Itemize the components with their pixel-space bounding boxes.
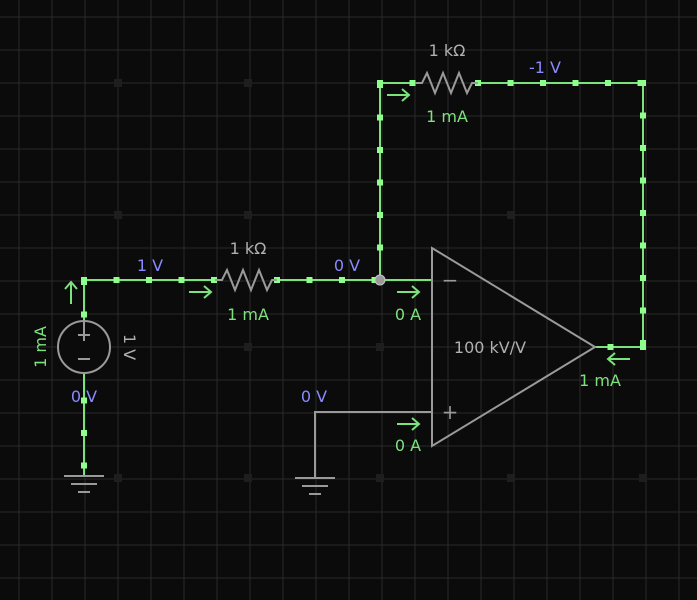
opamp-icon[interactable] (431, 246, 597, 448)
grid-anchor (507, 474, 515, 482)
source-current-label: 1 mA (31, 326, 50, 368)
resistor-r-fb-icon[interactable] (415, 70, 478, 96)
flow-dot (113, 277, 120, 283)
flow-dot (211, 277, 217, 283)
flow-dot (81, 397, 87, 404)
flow-dot (178, 277, 185, 283)
ground-icon (295, 477, 335, 495)
flow-dot (377, 114, 383, 121)
flow-dot (306, 277, 313, 283)
grid-anchor (114, 211, 122, 219)
opamp-pos-sign: + (442, 400, 459, 424)
grid-anchor (114, 79, 122, 87)
node-neg-voltage-label: 0 V (334, 256, 360, 275)
grid-anchor (244, 343, 252, 351)
flow-dot (339, 277, 345, 283)
flow-dot (540, 80, 546, 86)
flow-dot (640, 177, 646, 184)
grid-anchor (244, 211, 252, 219)
flow-dot (377, 179, 383, 186)
grid-anchor (639, 474, 647, 482)
flow-dot (640, 242, 646, 249)
flow-dot (640, 210, 646, 216)
grid-anchor (507, 211, 515, 219)
flow-dot (81, 277, 87, 283)
r-fb-current-label: 1 mA (426, 107, 468, 126)
arrow-icon (397, 417, 421, 431)
grid-anchor (376, 474, 384, 482)
flow-dot (377, 80, 383, 86)
flow-dot (507, 80, 514, 86)
flow-dot (605, 80, 611, 86)
opamp-pos-current-label: 0 A (395, 436, 421, 455)
flow-dot (640, 340, 646, 346)
flow-dot (81, 430, 87, 436)
resistor-r-in-icon[interactable] (215, 267, 277, 293)
node-src-bottom-voltage-label: 0 V (71, 387, 97, 406)
grid-anchor (244, 474, 252, 482)
flow-dot (640, 307, 646, 314)
opamp-neg-current-label: 0 A (395, 305, 421, 324)
ground-icon (64, 475, 104, 493)
flow-dot (640, 275, 646, 281)
opamp-gain-label: 100 kV/V (454, 338, 526, 357)
grid-anchor (114, 474, 122, 482)
flow-dot (146, 277, 152, 283)
r-fb-value-label: 1 kΩ (429, 41, 466, 60)
arrow-icon (397, 285, 421, 299)
opamp-out-current-label: 1 mA (579, 371, 621, 390)
flow-dot (607, 344, 614, 350)
flow-dot (377, 244, 383, 251)
node-out-voltage-label: -1 V (529, 58, 561, 77)
voltage-source-icon[interactable] (57, 320, 111, 374)
junction-node[interactable] (374, 274, 386, 286)
grid-anchor-dots (114, 79, 647, 482)
node-pos-voltage-label: 0 V (301, 387, 327, 406)
grid-anchor (244, 79, 252, 87)
flow-dot (640, 80, 646, 86)
arrow-icon (387, 88, 411, 102)
flow-dot (572, 80, 579, 86)
flow-dot (640, 112, 646, 119)
flow-dot (81, 462, 87, 469)
r-in-current-label: 1 mA (227, 305, 269, 324)
flow-dot (81, 311, 87, 318)
grid-anchor (376, 343, 384, 351)
arrow-icon (64, 280, 78, 304)
flow-dot (377, 147, 383, 153)
wire-pos-to-ground[interactable] (314, 411, 432, 478)
flow-dot (377, 212, 383, 218)
flow-dot (640, 344, 646, 350)
node-in-voltage-label: 1 V (137, 256, 163, 275)
flow-dot (640, 145, 646, 151)
arrow-icon (189, 285, 213, 299)
opamp-neg-sign: − (442, 268, 459, 292)
r-in-value-label: 1 kΩ (230, 239, 267, 258)
source-voltage-label: 1 V (120, 334, 139, 360)
arrow-icon (606, 352, 630, 366)
flow-dot (409, 80, 416, 86)
